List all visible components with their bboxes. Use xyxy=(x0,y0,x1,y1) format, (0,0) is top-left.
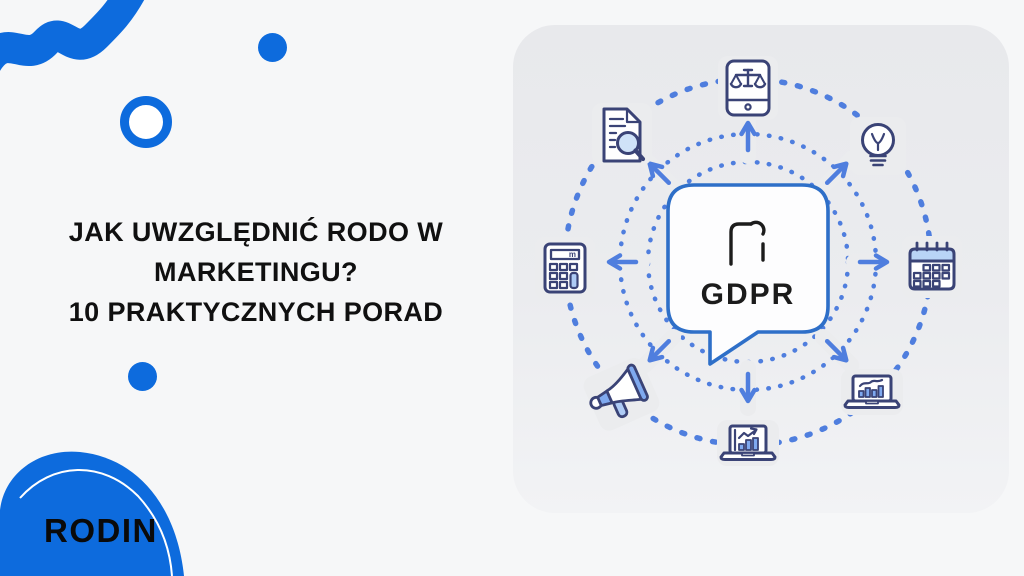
title-line-1: JAK UWZGLĘDNIĆ RODO W xyxy=(68,217,444,247)
arrow-w-icon xyxy=(594,253,650,271)
arrow-se-icon xyxy=(814,328,860,374)
calculator-icon: m xyxy=(535,237,595,299)
ring-decoration xyxy=(120,96,172,148)
arrow-e-icon xyxy=(846,253,902,271)
blob-decoration xyxy=(0,451,184,576)
calculator-display-text: m xyxy=(569,250,576,259)
arrow-s-icon xyxy=(739,360,757,416)
gdpr-label: GDPR xyxy=(701,278,796,311)
radial-arrows xyxy=(594,108,902,416)
laptop-trend-chart-icon xyxy=(841,369,903,415)
blue-dot-middle xyxy=(128,362,157,391)
wave-decoration xyxy=(0,0,145,72)
blue-dot-top xyxy=(258,33,287,62)
smartphone-scales-icon xyxy=(718,56,778,120)
title-line-3: 10 PRAKTYCZNYCH PORAD xyxy=(68,297,444,327)
lightbulb-icon xyxy=(850,117,906,175)
arrow-nw-icon xyxy=(636,150,682,196)
gdpr-diagram: m xyxy=(535,56,962,466)
calendar-icon xyxy=(902,236,962,298)
document-magnifier-icon xyxy=(592,103,652,165)
title-line-2: MARKETINGU? xyxy=(154,257,358,287)
megaphone-icon xyxy=(583,358,660,431)
logo-text: RODIN xyxy=(44,512,158,549)
gdpr-document-icon xyxy=(729,220,766,266)
arrow-sw-icon xyxy=(636,328,682,374)
laptop-bar-chart-icon xyxy=(717,420,779,466)
gdpr-bubble: GDPR xyxy=(666,183,830,366)
page-title: JAK UWZGLĘDNIĆ RODO W MARKETINGU? 10 PRA… xyxy=(20,212,492,332)
arrow-ne-icon xyxy=(814,150,860,196)
arrow-n-icon xyxy=(739,108,757,164)
